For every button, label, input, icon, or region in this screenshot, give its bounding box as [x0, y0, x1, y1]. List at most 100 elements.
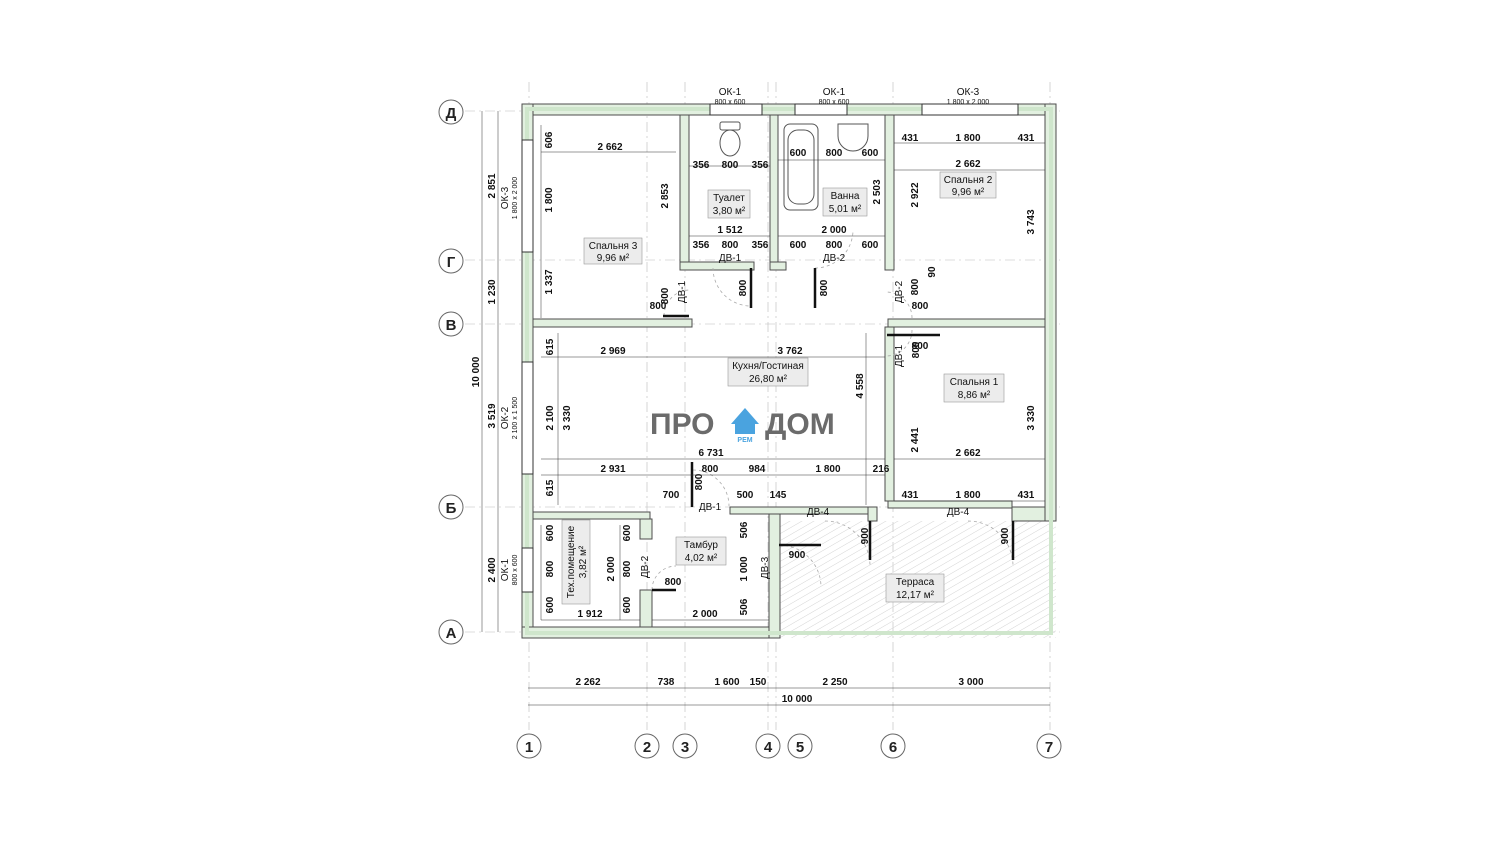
svg-text:6 731: 6 731: [698, 448, 723, 459]
svg-text:1 600: 1 600: [714, 677, 739, 688]
grid-col-label: 1: [525, 739, 533, 756]
svg-text:600: 600: [545, 596, 556, 613]
svg-text:2 662: 2 662: [955, 159, 980, 170]
svg-text:2 662: 2 662: [955, 448, 980, 459]
svg-text:2 662: 2 662: [597, 142, 622, 153]
svg-text:600: 600: [622, 524, 633, 541]
svg-text:800: 800: [826, 240, 843, 251]
svg-text:615: 615: [545, 338, 556, 355]
svg-text:800: 800: [819, 279, 830, 296]
inner-dimensions: 2 662 606 1 800 1 337 2 853 800 800 356 …: [544, 131, 1037, 620]
svg-text:800: 800: [911, 341, 922, 358]
tech-area: 3,82 м²: [578, 545, 589, 578]
grid-col-label: 7: [1045, 739, 1053, 756]
svg-text:600: 600: [862, 148, 879, 159]
svg-text:800: 800: [912, 341, 929, 352]
terrace-area: 12,17 м²: [896, 590, 935, 601]
svg-text:800: 800: [826, 148, 843, 159]
svg-text:800: 800: [660, 287, 671, 304]
svg-text:615: 615: [545, 479, 556, 496]
grid-row-label: Д: [446, 105, 457, 122]
window-label: ОК-1: [823, 87, 846, 98]
svg-text:1 800: 1 800: [955, 490, 980, 501]
window-size: 1 800 х 2 000: [947, 99, 990, 106]
outer-dimensions: 2 262 738 1 600 150 2 250 3 000 10 000 2…: [471, 173, 984, 705]
svg-text:800: 800: [910, 278, 921, 295]
door-label: ДВ-1: [719, 253, 742, 264]
window-label: ОК-1: [719, 87, 742, 98]
svg-text:1 512: 1 512: [717, 225, 742, 236]
vestibule-name: Тамбур: [684, 539, 718, 551]
grid-col-label: 3: [681, 739, 689, 756]
toilet-area: 3,80 м²: [713, 206, 746, 217]
window-size: 800 х 600: [819, 99, 850, 106]
svg-text:150: 150: [750, 677, 767, 688]
svg-text:431: 431: [902, 490, 919, 501]
window-label: ОК-1: [500, 558, 511, 581]
svg-text:356: 356: [752, 240, 769, 251]
svg-text:356: 356: [752, 160, 769, 171]
svg-text:1 800: 1 800: [955, 133, 980, 144]
door-label: ДВ-2: [894, 280, 905, 303]
svg-text:700: 700: [663, 490, 680, 501]
svg-text:900: 900: [1000, 527, 1011, 544]
svg-text:2 250: 2 250: [822, 677, 847, 688]
sanitary-fixtures: [719, 121, 869, 211]
svg-text:2 000: 2 000: [821, 225, 846, 236]
bath-name: Ванна: [831, 191, 860, 202]
dimension-lines: [481, 111, 1050, 706]
svg-text:600: 600: [790, 240, 807, 251]
svg-text:10 000: 10 000: [471, 356, 482, 387]
window-size: 800 х 600: [512, 555, 519, 586]
svg-text:1 800: 1 800: [815, 464, 840, 475]
window-label: ОК-3: [500, 186, 511, 209]
bedroom2-name: Спальня 2: [944, 175, 993, 186]
svg-text:1 337: 1 337: [544, 269, 555, 294]
svg-text:606: 606: [544, 131, 555, 148]
svg-text:800: 800: [665, 577, 682, 588]
bedroom3-area: 9,96 м²: [597, 253, 630, 264]
svg-text:800: 800: [622, 560, 633, 577]
svg-text:900: 900: [860, 527, 871, 544]
svg-text:216: 216: [873, 464, 890, 475]
window-size: 2 100 х 1 500: [512, 397, 519, 440]
door-label: ДВ-2: [640, 555, 651, 578]
window-size: 1 800 х 2 000: [512, 177, 519, 220]
svg-text:984: 984: [749, 464, 766, 475]
svg-text:3 330: 3 330: [1026, 405, 1037, 430]
svg-text:2 851: 2 851: [487, 173, 498, 198]
svg-text:800: 800: [722, 160, 739, 171]
svg-text:600: 600: [862, 240, 879, 251]
svg-text:2 441: 2 441: [910, 427, 921, 452]
kitchen-name: Кухня/Гостиная: [732, 361, 804, 372]
toilet-name: Туалет: [713, 193, 745, 204]
door-label: ДВ-1: [894, 344, 905, 367]
svg-text:1 800: 1 800: [544, 187, 555, 212]
bedroom1-name: Спальня 1: [950, 377, 999, 388]
grid-row-label: Г: [447, 254, 456, 271]
svg-text:431: 431: [1018, 133, 1035, 144]
svg-text:2 262: 2 262: [575, 677, 600, 688]
svg-text:3 330: 3 330: [562, 405, 573, 430]
svg-text:ПРО: ПРО: [650, 408, 715, 441]
svg-text:356: 356: [693, 160, 710, 171]
svg-text:2 922: 2 922: [910, 182, 921, 207]
bedroom1-area: 8,86 м²: [958, 390, 991, 401]
svg-text:800: 800: [738, 279, 749, 296]
door-label: ДВ-1: [677, 280, 688, 303]
svg-text:800: 800: [694, 473, 705, 490]
svg-text:900: 900: [789, 550, 806, 561]
house-icon: [731, 408, 759, 434]
svg-text:3 743: 3 743: [1026, 209, 1037, 234]
svg-text:3 000: 3 000: [958, 677, 983, 688]
door-label: ДВ-4: [807, 507, 830, 518]
grid-bubbles: [438, 99, 1062, 759]
svg-text:800: 800: [650, 301, 667, 312]
kitchen-area: 26,80 м²: [749, 374, 788, 385]
svg-text:2 853: 2 853: [660, 183, 671, 208]
window-label: ОК-3: [957, 87, 980, 98]
grid-col-label: 6: [889, 739, 897, 756]
room-label-boxes: [561, 171, 1005, 605]
vestibule-area: 4,02 м²: [685, 553, 718, 564]
